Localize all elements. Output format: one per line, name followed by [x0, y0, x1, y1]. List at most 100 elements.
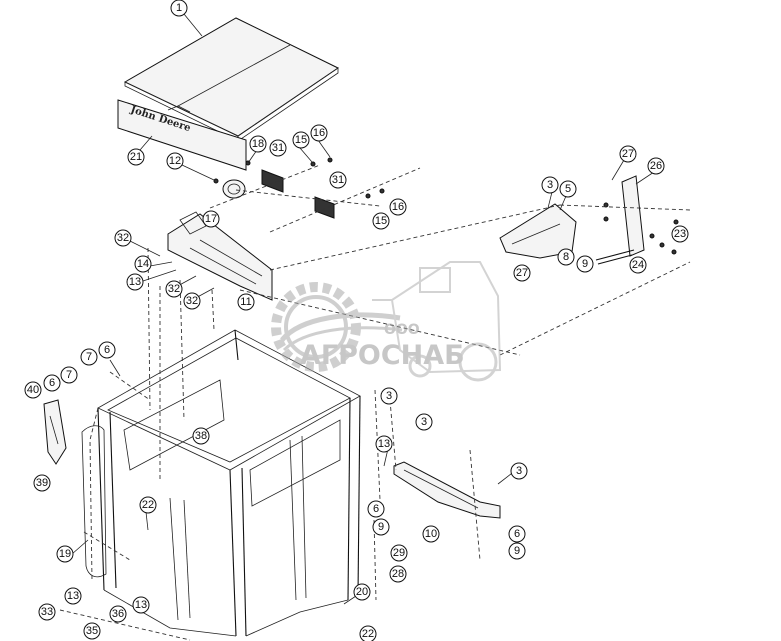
callout-15: 15: [292, 131, 310, 149]
callout-20: 20: [353, 583, 371, 601]
callout-11: 11: [237, 293, 255, 311]
cab-frame: [81, 286, 381, 637]
callout-6: 6: [43, 374, 61, 392]
callout-label: 31: [332, 174, 344, 186]
callout-9: 9: [508, 542, 526, 560]
callout-label: 13: [67, 590, 79, 602]
callout-label: 27: [622, 148, 634, 160]
callout-1: 1: [170, 0, 188, 17]
callout-label: 6: [514, 528, 520, 540]
callout-label: 15: [375, 215, 387, 227]
callout-label: 29: [393, 547, 405, 559]
callout-32: 32: [165, 280, 183, 298]
callout-label: 10: [425, 528, 437, 540]
callout-label: 1: [176, 2, 182, 14]
callout-label: 19: [59, 548, 71, 560]
callout-label: 9: [378, 521, 384, 533]
callout-label: 16: [313, 127, 325, 139]
callout-label: 27: [516, 267, 528, 279]
callout-3: 3: [415, 413, 433, 431]
callout-label: 11: [240, 296, 251, 308]
callout-label: 38: [195, 430, 207, 442]
callout-32: 32: [114, 229, 132, 247]
callout-label: 28: [392, 568, 404, 580]
callout-label: 6: [49, 377, 55, 389]
callout-3: 3: [541, 176, 559, 194]
callout-label: 13: [378, 438, 390, 450]
callout-9: 9: [576, 255, 594, 273]
callout-21: 21: [127, 148, 145, 166]
left-bracket: [43, 399, 67, 465]
callout-7: 7: [80, 348, 98, 366]
callout-22: 22: [139, 496, 157, 514]
grille-31-lower: [314, 196, 335, 219]
mirror-arm: [595, 175, 679, 265]
callout-38: 38: [192, 427, 210, 445]
callout-label: 9: [514, 545, 520, 557]
callout-label: 24: [632, 259, 644, 271]
callout-label: 20: [356, 586, 368, 598]
callout-19: 19: [56, 545, 74, 563]
callout-7: 7: [60, 366, 78, 384]
callout-26: 26: [647, 157, 665, 175]
callout-label: 7: [86, 351, 92, 363]
callout-13: 13: [64, 587, 82, 605]
callout-label: 22: [362, 628, 374, 640]
callout-5: 5: [559, 180, 577, 198]
callout-36: 36: [109, 605, 127, 623]
callout-label: 21: [130, 151, 142, 163]
callout-label: 23: [674, 228, 686, 240]
callout-16: 16: [389, 198, 407, 216]
callout-3: 3: [380, 387, 398, 405]
callout-label: 32: [117, 232, 129, 244]
callout-22: 22: [359, 625, 377, 641]
watermark-company-prefix: ООО: [384, 322, 420, 338]
callout-label: 15: [295, 134, 307, 146]
callout-label: 26: [650, 160, 662, 172]
callout-label: 6: [104, 344, 110, 356]
watermark: ООО АГРОСНАБ: [271, 261, 502, 382]
callout-label: 3: [386, 390, 392, 402]
callout-18: 18: [249, 135, 267, 153]
callout-28: 28: [389, 565, 407, 583]
callout-13: 13: [375, 435, 393, 453]
callout-label: 13: [129, 276, 141, 288]
callout-label: 31: [272, 142, 284, 154]
callout-label: 36: [112, 608, 124, 620]
watermark-company-name: АГРОСНАБ: [300, 340, 465, 371]
callout-label: 17: [205, 213, 217, 225]
callout-label: 18: [252, 138, 264, 150]
callout-8: 8: [557, 248, 575, 266]
callout-label: 32: [186, 295, 198, 307]
lamp-17: [222, 179, 246, 199]
callout-label: 32: [168, 283, 180, 295]
leader-lines: [59, 164, 691, 641]
callout-40: 40: [24, 381, 42, 399]
combine-harvester-icon: [372, 261, 502, 382]
callout-32: 32: [183, 292, 201, 310]
callout-label: 35: [86, 625, 98, 637]
callout-label: 3: [421, 416, 427, 428]
callout-label: 22: [142, 499, 154, 511]
callout-17: 17: [202, 210, 220, 228]
callout-31: 31: [269, 139, 287, 157]
callout-12: 12: [166, 152, 184, 170]
callout-9: 9: [372, 518, 390, 536]
callout-label: 39: [36, 477, 48, 489]
callout-label: 5: [565, 183, 571, 195]
callout-6: 6: [98, 341, 116, 359]
callout-13: 13: [132, 596, 150, 614]
callout-label: 16: [392, 201, 404, 213]
callout-label: 6: [373, 503, 379, 515]
callout-6: 6: [367, 500, 385, 518]
callout-29: 29: [390, 544, 408, 562]
callout-31: 31: [329, 171, 347, 189]
callout-label: 33: [41, 606, 53, 618]
callout-24: 24: [629, 256, 647, 274]
callout-label: 7: [66, 369, 72, 381]
front-housing: [167, 211, 273, 301]
callout-label: 3: [516, 465, 522, 477]
callout-14: 14: [134, 255, 152, 273]
